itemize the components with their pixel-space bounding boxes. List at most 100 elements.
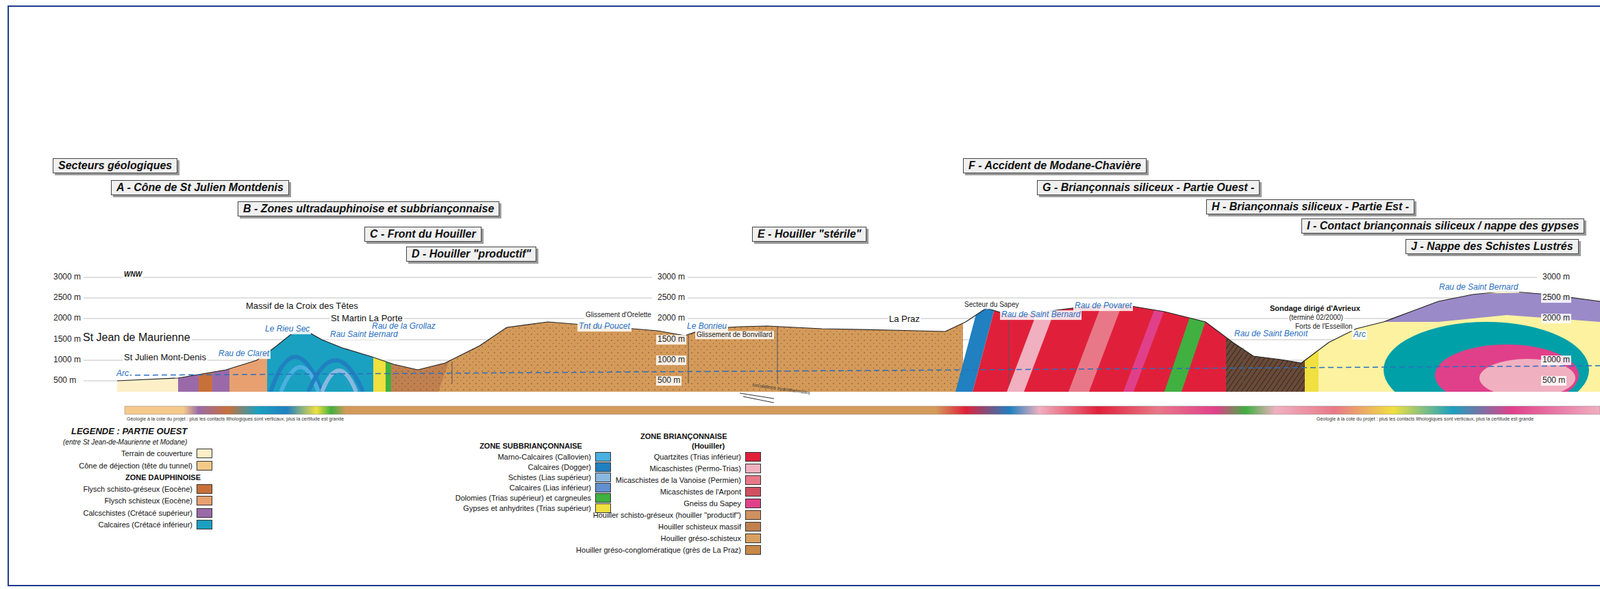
sector-box: H - Briançonnais siliceux - Partie Est - xyxy=(1206,199,1415,215)
label: St Jean de Maurienne xyxy=(81,331,192,344)
legend-swatch xyxy=(745,533,761,544)
legend-row: Schistes (Lias supérieur) xyxy=(295,471,611,483)
label: 1000 m xyxy=(656,355,687,366)
label: (Houiller) xyxy=(691,441,725,451)
sector-label: G - Briançonnais siliceux - Partie Ouest… xyxy=(1042,181,1255,194)
legend-swatch xyxy=(196,495,213,506)
legend-swatch xyxy=(595,452,611,462)
sector-box: F - Accident de Modane-Chavière xyxy=(963,158,1147,174)
sector-box: C - Front du Houiller xyxy=(364,226,482,242)
label: Géologie à la cote du projet : plus les … xyxy=(126,416,344,422)
label: St Julien Mont-Denis xyxy=(122,352,208,364)
legend-swatch xyxy=(745,545,761,555)
label: 1500 m xyxy=(52,334,83,345)
legend-text: Flysch schisteux (Eocène) xyxy=(104,496,193,505)
legend-row: Flysch schisto-gréseux (Eocène) xyxy=(0,483,213,495)
legend-row: Micaschistes de la Vanoise (Permien) xyxy=(445,474,761,486)
sector-label: I - Contact briançonnais siliceux / napp… xyxy=(1306,219,1579,232)
label: Rau de Saint Benoît xyxy=(1232,329,1309,340)
legend-swatch xyxy=(595,482,611,493)
label: Rau de Saint Bernard xyxy=(1000,310,1082,320)
sector-label: F - Accident de Modane-Chavière xyxy=(968,159,1142,172)
legend-text: Flysch schisto-gréseux (Eocène) xyxy=(82,484,193,494)
label: LEGENDE : PARTIE OUEST xyxy=(71,426,187,437)
label: Tnt du Poucet xyxy=(577,321,632,332)
label: 500 m xyxy=(1541,376,1567,386)
sector-box: J - Nappe des Schistes Lustrés xyxy=(1405,239,1579,255)
legend-row: Marno-Calcaires (Callovien) xyxy=(295,451,611,463)
label: WNW xyxy=(122,270,144,279)
label: Glissement d'Orelette xyxy=(584,310,653,320)
legend-text: Quartzites (Trias inférieur) xyxy=(654,452,742,461)
legend-text: Calcschistes (Crétacé supérieur) xyxy=(82,508,193,518)
label: 3000 m xyxy=(1541,272,1572,283)
label: 3000 m xyxy=(52,272,83,283)
legend-swatch xyxy=(595,462,611,472)
legend-row: Calcaires (Crétacé inférieur) xyxy=(0,519,213,531)
label: Rau de Povaret xyxy=(1073,301,1133,311)
label: Rau de Saint Bernard xyxy=(1437,282,1520,293)
label: 2000 m xyxy=(656,313,687,324)
legend-row: Houiller gréso-conglomératique (grès de … xyxy=(445,544,761,556)
label: ZONE BRIANÇONNAISE xyxy=(640,432,728,442)
legend-swatch xyxy=(745,510,761,520)
legend-row: Micaschistes de l'Arpont xyxy=(445,486,761,498)
label: 2000 m xyxy=(1541,313,1572,324)
sector-box: E - Houiller "stérile" xyxy=(752,226,867,242)
label: La Praz xyxy=(887,314,922,325)
legend-swatch xyxy=(745,475,761,485)
sector-box: A - Cône de St Julien Montdenis xyxy=(110,180,290,196)
legend-text: Calcaires (Lias inférieur) xyxy=(509,483,592,492)
sector-label: D - Houiller "productif" xyxy=(411,247,531,260)
legend-text: Marno-Calcaires (Callovien) xyxy=(497,452,592,461)
legend-swatch xyxy=(595,472,611,483)
legend-row: Calcschistes (Crétacé supérieur) xyxy=(0,507,213,519)
legend-text: Terrain de couverture xyxy=(121,449,193,458)
label: 500 m xyxy=(656,376,682,386)
label: 1000 m xyxy=(52,355,83,366)
legend-row: Cône de déjection (tête du tunnel) xyxy=(0,460,213,472)
label: 2500 m xyxy=(656,293,687,303)
legend-text: Micaschistes de l'Arpont xyxy=(660,487,742,496)
legend-text: Houiller gréso-schisteux xyxy=(660,534,742,543)
sector-box: D - Houiller "productif" xyxy=(406,246,537,262)
label: (entre St Jean-de-Maurienne et Modane) xyxy=(63,438,187,447)
label: (terminé 02/2000) xyxy=(1287,313,1345,322)
sector-label: E - Houiller "stérile" xyxy=(757,228,861,240)
label: ZONE DAUPHINOISE xyxy=(125,473,201,483)
legend-row: Calcaires (Lias inférieur) xyxy=(295,482,611,494)
legend-row: Terrain de couverture xyxy=(0,447,213,459)
label: Glissement de Bonvillard xyxy=(695,330,774,340)
legend-text: Houiller schisto-gréseux (houiller "prod… xyxy=(593,510,742,520)
legend-row: Gneiss du Sapey xyxy=(445,497,761,509)
legend-row: Houiller schisteux massif xyxy=(445,521,761,533)
sector-box: G - Briançonnais siliceux - Partie Ouest… xyxy=(1036,180,1260,196)
label: Arc xyxy=(115,369,131,379)
label: 2000 m xyxy=(52,313,83,324)
legend-text: Houiller schisteux massif xyxy=(658,522,742,531)
label: Massif de la Croix des Têtes xyxy=(244,301,360,312)
legend-swatch xyxy=(745,463,761,474)
legend-text: Cône de déjection (tête du tunnel) xyxy=(78,461,193,470)
legend-text: Houiller gréso-conglomératique (grès de … xyxy=(576,545,742,555)
label: 2500 m xyxy=(1541,293,1572,303)
label: 500 m xyxy=(52,376,78,386)
legend-row: Quartzites (Trias inférieur) xyxy=(445,451,761,463)
sector-label: Secteurs géologiques xyxy=(58,159,172,172)
legend-swatch xyxy=(745,452,761,462)
legend-text: Calcaires (Crétacé inférieur) xyxy=(97,520,193,529)
label: Rau de Claret xyxy=(217,349,271,359)
legend-text: Dolomies (Trias supérieur) et cargneules xyxy=(455,493,592,503)
legend-row: Gypses et anhydrites (Trias supérieur) xyxy=(295,502,611,514)
legend-row: Dolomies (Trias supérieur) et cargneules xyxy=(295,492,611,504)
label: Arc xyxy=(1352,330,1368,340)
label: 3000 m xyxy=(656,272,687,283)
sector-box: B - Zones ultradauphinoise et subbrianço… xyxy=(237,201,500,217)
label: Forts de l'Esseillon xyxy=(1293,322,1355,331)
legend-row: Calcaires (Dogger) xyxy=(295,461,611,473)
sector-box: Secteurs géologiques xyxy=(52,158,178,174)
legend-swatch xyxy=(595,493,611,503)
label: Rau de la Grollaz xyxy=(370,321,437,332)
label: Géologie à la cote du projet : plus les … xyxy=(1316,416,1534,422)
